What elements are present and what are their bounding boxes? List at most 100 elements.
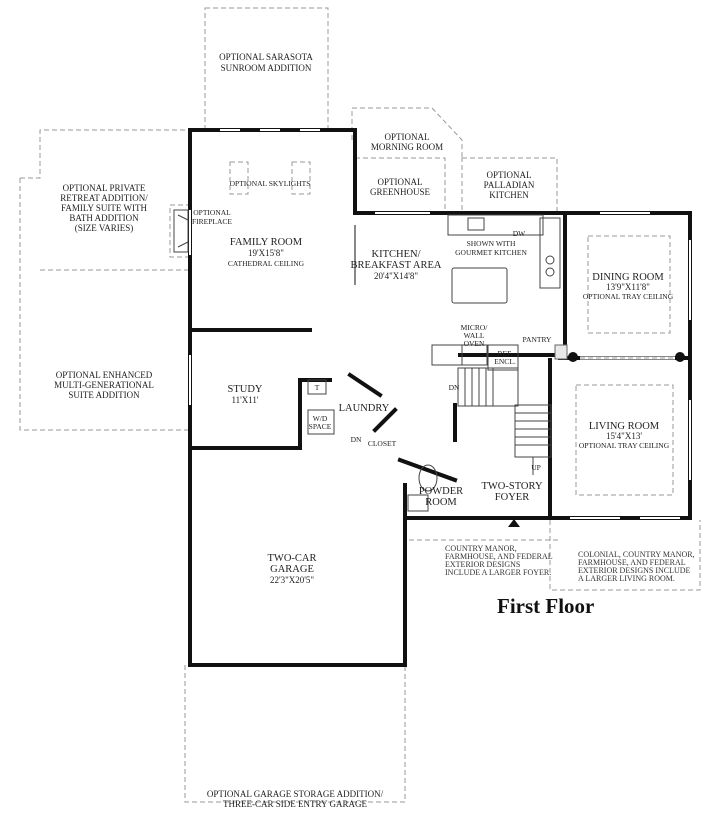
label-morning-room: OPTIONAL MORNING ROOM [371,132,443,152]
label-skylights: OPTIONAL SKYLIGHTS [230,179,311,188]
label-garage-option: OPTIONAL GARAGE STORAGE ADDITION/ THREE-… [207,789,384,809]
front-door-icon [508,519,520,527]
label-family-room: FAMILY ROOM 19'X15'8" CATHEDRAL CEILING [228,237,305,268]
label-micro: MICRO/ WALL OVEN [461,323,489,348]
family-room-name: FAMILY ROOM [230,237,303,248]
gourmet-line-2: GOURMET KITCHEN [455,248,527,257]
foyer-note-line-3: EXTERIOR DESIGNS [445,560,520,569]
label-closet: CLOSET [368,439,397,448]
powder-fixtures [407,464,438,512]
living-note-line-1: COLONIAL, COUNTRY MANOR, [578,550,695,559]
laundry-fixtures [307,379,335,435]
multi-gen-line-2: MULTI-GENERATIONAL [54,380,154,390]
greenhouse-line-1: OPTIONAL [378,177,423,187]
living-note-line-4: A LARGER LIVING ROOM. [578,574,675,583]
label-t: T [315,383,320,392]
wd-line-2: SPACE [309,422,332,431]
living-note-line-3: EXTERIOR DESIGNS INCLUDE [578,566,691,575]
multi-gen-line-3: SUITE ADDITION [68,390,140,400]
greenhouse-line-2: GREENHOUSE [370,187,431,197]
label-gourmet: SHOWN WITH GOURMET KITCHEN [455,239,527,257]
retreat-line-2: RETREAT ADDITION/ [60,193,148,203]
dining-room-name: DINING ROOM [592,272,664,283]
label-kitchen: KITCHEN/ BREAKFAST AREA 20'4"X14'8" [351,249,442,281]
foyer-line-2: FOYER [495,492,529,503]
stairs [457,367,552,475]
palladian-line-3: KITCHEN [489,190,529,200]
label-foyer: TWO-STORY FOYER [481,481,542,503]
label-dn-2: DN [351,435,362,444]
living-note-line-2: FARMHOUSE, AND FEDERAL [578,558,686,567]
garage-option-line-1: OPTIONAL GARAGE STORAGE ADDITION/ [207,789,384,799]
living-room-note: OPTIONAL TRAY CEILING [579,441,670,450]
palladian-line-2: PALLADIAN [484,180,535,190]
label-garage: TWO-CAR GARAGE 22'3"X20'5" [268,553,317,585]
kitchen-fixtures [431,214,685,371]
garage-option-line-2: THREE-CAR SIDE ENTRY GARAGE [223,799,367,809]
garage-name: TWO-CAR [268,553,317,564]
foyer-note: COUNTRY MANOR, FARMHOUSE, AND FEDERAL EX… [445,544,553,577]
label-ref: REF. ENCL. [494,349,516,366]
label-fireplace: OPTIONAL FIREPLACE [192,208,232,226]
morning-line-1: OPTIONAL [385,132,430,142]
living-room-size: 15'4"X13' [606,431,642,441]
living-room-name: LIVING ROOM [589,421,660,432]
label-dining-room: DINING ROOM 13'9"X11'8" OPTIONAL TRAY CE… [583,272,674,301]
powder-line-1: POWDER [419,486,463,497]
label-multi-gen: OPTIONAL ENHANCED MULTI-GENERATIONAL SUI… [54,370,154,400]
label-laundry: LAUNDRY [339,403,390,414]
family-room-note: CATHEDRAL CEILING [228,259,305,268]
micro-line-3: OVEN [464,339,485,348]
sunroom-line-2: SUNROOM ADDITION [221,63,312,73]
kitchen-name-2: BREAKFAST AREA [351,260,442,271]
label-dw: DW [513,229,526,238]
label-sunroom: OPTIONAL SARASOTA SUNROOM ADDITION [219,52,313,73]
label-study: STUDY 11'X11' [227,384,262,405]
palladian-line-1: OPTIONAL [487,170,532,180]
optional-outlines [19,7,701,803]
windows [189,129,691,519]
retreat-line-4: BATH ADDITION [69,213,139,223]
label-palladian: OPTIONAL PALLADIAN KITCHEN [484,170,535,200]
dining-room-note: OPTIONAL TRAY CEILING [583,292,674,301]
sunroom-line-1: OPTIONAL SARASOTA [219,52,313,62]
label-dn-1: DN [449,383,460,392]
ref-line-1: REF. [497,349,512,358]
plan-title: First Floor [497,594,594,618]
ref-line-2: ENCL. [494,357,516,366]
walls [188,128,692,667]
garage-size: 22'3"X20'5" [270,575,314,585]
study-size: 11'X11' [231,395,258,405]
label-wd: W/D SPACE [309,414,332,431]
foyer-line-1: TWO-STORY [481,481,542,492]
powder-line-2: ROOM [425,497,457,508]
micro-line-2: WALL [464,331,485,340]
label-powder: POWDER ROOM [419,486,463,508]
multi-gen-line-1: OPTIONAL ENHANCED [56,370,153,380]
kitchen-name: KITCHEN/ [372,249,421,260]
morning-line-2: MORNING ROOM [371,142,443,152]
living-note: COLONIAL, COUNTRY MANOR, FARMHOUSE, AND … [578,550,695,583]
retreat-line-5: (SIZE VARIES) [75,223,133,233]
retreat-line-3: FAMILY SUITE WITH [61,203,147,213]
garage-name-2: GARAGE [270,564,314,575]
label-living-room: LIVING ROOM 15'4"X13' OPTIONAL TRAY CEIL… [579,421,670,450]
label-greenhouse: OPTIONAL GREENHOUSE [370,177,431,197]
study-name: STUDY [227,384,262,395]
label-retreat: OPTIONAL PRIVATE RETREAT ADDITION/ FAMIL… [60,183,148,233]
foyer-note-line-1: COUNTRY MANOR, [445,544,517,553]
fireplace-icon [173,209,189,253]
foyer-note-line-4: INCLUDE A LARGER FOYER. [445,568,551,577]
micro-line-1: MICRO/ [461,323,489,332]
foyer-note-line-2: FARMHOUSE, AND FEDERAL [445,552,553,561]
skylights [229,161,311,195]
label-pantry: PANTRY [523,335,552,344]
kitchen-size: 20'4"X14'8" [374,271,418,281]
gourmet-line-1: SHOWN WITH [467,239,516,248]
fireplace-line-1: OPTIONAL [193,208,231,217]
tray-ceilings [575,235,674,496]
dining-room-size: 13'9"X11'8" [606,282,650,292]
label-up: UP [531,463,541,472]
retreat-line-1: OPTIONAL PRIVATE [63,183,146,193]
